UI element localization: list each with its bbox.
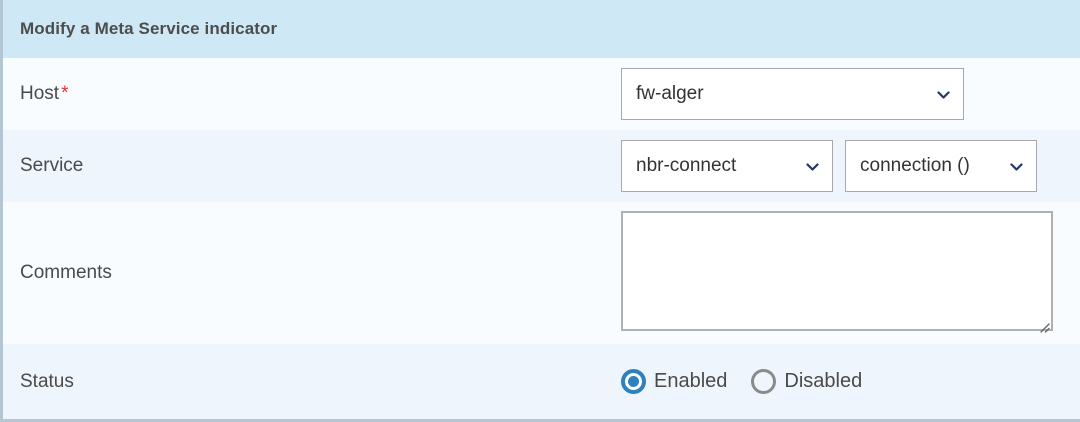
status-radio-disabled[interactable]: Disabled <box>751 369 862 394</box>
comments-label: Comments <box>20 262 621 284</box>
status-control: Enabled Disabled <box>621 369 1080 394</box>
service-label: Service <box>20 155 621 177</box>
page-title: Modify a Meta Service indicator <box>20 19 278 38</box>
chevron-down-icon <box>806 161 819 174</box>
radio-selected-icon[interactable] <box>621 369 646 394</box>
form-row-comments: Comments <box>3 202 1080 344</box>
service-select-value: nbr-connect <box>636 155 737 176</box>
radio-dot <box>628 376 639 387</box>
panel-header: Modify a Meta Service indicator <box>3 0 1080 58</box>
radio-unselected-icon[interactable] <box>751 369 777 394</box>
service-select[interactable]: nbr-connect <box>621 140 833 192</box>
status-label-text: Status <box>20 370 74 392</box>
status-radio-group: Enabled Disabled <box>621 369 886 394</box>
chevron-down-icon <box>937 89 950 102</box>
comments-textarea[interactable] <box>621 210 1053 331</box>
status-radio-enabled-label: Enabled <box>654 370 728 392</box>
status-label: Status <box>20 371 621 393</box>
form-row-service: Service nbr-connect connection () <box>3 130 1080 202</box>
form-row-status: Status Enabled Disabled <box>3 344 1080 419</box>
status-radio-enabled[interactable]: Enabled <box>621 369 727 394</box>
service-label-text: Service <box>20 155 84 176</box>
metric-select-value: connection () <box>860 155 970 176</box>
host-label-text: Host <box>20 83 60 104</box>
host-select[interactable]: fw-alger <box>621 68 964 120</box>
status-radio-disabled-label: Disabled <box>784 370 863 392</box>
service-control: nbr-connect connection () <box>621 140 1080 192</box>
metric-select[interactable]: connection () <box>845 140 1037 192</box>
host-control: fw-alger <box>621 68 1080 120</box>
required-asterisk: * <box>61 83 69 104</box>
comments-control <box>621 210 1080 336</box>
host-label: Host* <box>20 83 621 105</box>
comments-label-text: Comments <box>20 262 112 283</box>
form-row-host: Host* fw-alger <box>3 58 1080 130</box>
chevron-down-icon <box>1010 161 1023 174</box>
host-select-value: fw-alger <box>636 83 704 104</box>
